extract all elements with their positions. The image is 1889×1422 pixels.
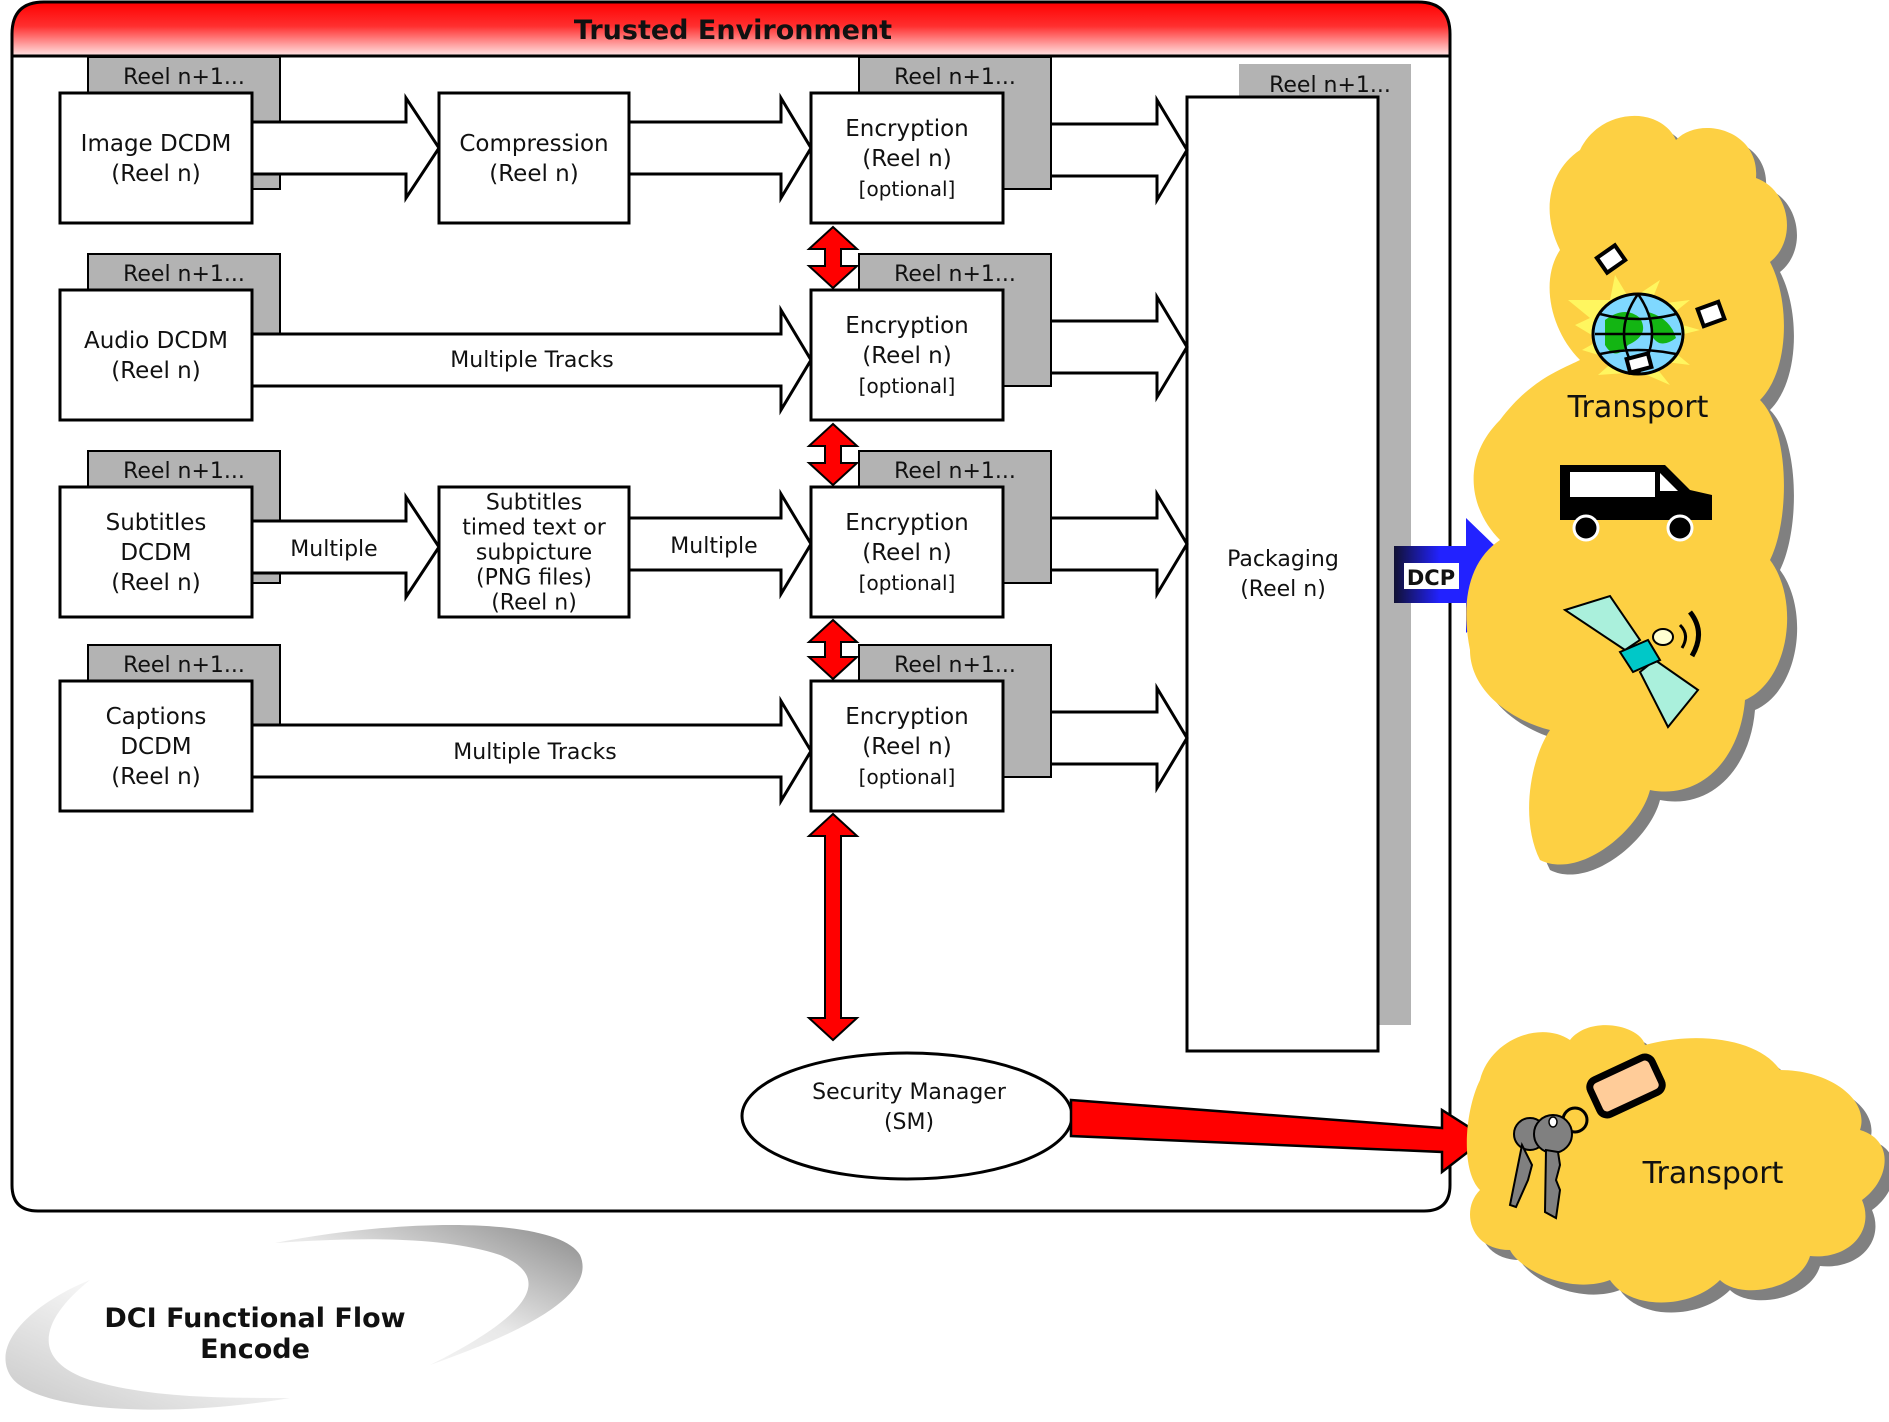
transport-label-1: Transport: [1567, 390, 1709, 425]
sm-to-transport-arrow: [1069, 1098, 1489, 1175]
packaging-shadow-label: Reel n+1...: [1269, 73, 1391, 98]
dcp-label: DCP: [1407, 566, 1455, 590]
encryption-box-audio-line-2: (Reel n): [862, 343, 951, 369]
flow-label-captions: Multiple Tracks: [453, 740, 616, 765]
encryption-box-subtitles-line-1: Encryption: [845, 510, 968, 536]
reel-next-label: Reel n+1...: [894, 65, 1016, 90]
encryption-box-captions: [809, 679, 1005, 813]
compression-box: [437, 91, 631, 225]
footer-title-line-1: DCI Functional Flow: [104, 1303, 405, 1334]
satellite-icon: [1562, 594, 1701, 729]
source-box-subtitles-line-2: DCDM: [120, 540, 191, 566]
source-box-captions: [58, 679, 254, 813]
transport-cloud-dcp: Transport: [1466, 115, 1798, 875]
source-box-audio-line-1: Audio DCDM: [84, 328, 228, 354]
reel-next-label: Reel n+1...: [123, 459, 245, 484]
encryption-box-subtitles-line-3: [optional]: [859, 571, 956, 595]
trusted-environment-header: [10, 0, 1452, 58]
arrow-processing-to-encryption: [627, 488, 813, 600]
encryption-box-audio-line-1: Encryption: [845, 313, 968, 339]
packaging-block: Reel n+1... Packaging (Reel n): [1185, 64, 1411, 1053]
encryption-box-captions-line-1: Encryption: [845, 704, 968, 730]
source-box-subtitles-line-1: Subtitles: [106, 510, 207, 536]
flow-row-image: Reel n+1... Image DCDM (Reel n) Compression…: [58, 56, 1189, 225]
key-arrow-captions-security-manager: [806, 812, 860, 1042]
security-manager-line-2: (SM): [884, 1110, 934, 1135]
footer-title-line-2: Encode: [200, 1334, 310, 1365]
key-arrow-audio-subtitles: [806, 422, 860, 487]
arrow-captions-to-encryption: [250, 695, 813, 807]
key-arrow-subtitles-captions: [806, 618, 860, 681]
reel-next-label: Reel n+1...: [894, 262, 1016, 287]
source-box-captions-line-3: (Reel n): [111, 764, 200, 790]
key-exchange-arrows: [806, 225, 860, 1042]
subtitle-processing-box-line-1: Subtitles: [486, 491, 582, 516]
source-box-image: [58, 91, 254, 225]
flow-label-subtitles-in: Multiple: [290, 537, 377, 562]
reel-next-label: Reel n+1...: [123, 653, 245, 678]
encryption-box-image-line-1: Encryption: [845, 116, 968, 142]
compression-box-line-2: (Reel n): [489, 161, 578, 187]
encryption-box-image: [809, 91, 1005, 225]
source-box-image-line-2: (Reel n): [111, 161, 200, 187]
encryption-box-captions-line-2: (Reel n): [862, 734, 951, 760]
packaging-line-2: (Reel n): [1240, 577, 1326, 602]
encryption-box-audio-line-3: [optional]: [859, 374, 956, 398]
reel-next-label: Reel n+1...: [894, 653, 1016, 678]
encryption-box-subtitles-line-2: (Reel n): [862, 540, 951, 566]
source-box-audio: [58, 288, 254, 422]
compression-box-line-1: Compression: [459, 131, 608, 157]
flow-label-subtitles-out: Multiple: [670, 534, 757, 559]
encryption-box-audio: [809, 288, 1005, 422]
source-box-captions-line-2: DCDM: [120, 734, 191, 760]
encryption-box-image-line-2: (Reel n): [862, 146, 951, 172]
subtitle-processing-box-line-4: (PNG files): [476, 566, 592, 591]
keys-icon: [1508, 1053, 1666, 1220]
encryption-box-captions-line-3: [optional]: [859, 765, 956, 789]
reel-next-label: Reel n+1...: [123, 65, 245, 90]
source-box-subtitles-line-3: (Reel n): [111, 570, 200, 596]
arrow-subtitles-to-processing: [250, 492, 441, 602]
flow-row-audio: Reel n+1... Audio DCDM (Reel n) Multiple Tr…: [58, 253, 1189, 422]
subtitle-processing-box-line-5: (Reel n): [491, 591, 577, 616]
packaging-line-1: Packaging: [1227, 547, 1339, 572]
security-manager-line-1: Security Manager: [812, 1080, 1007, 1105]
key-arrow-image-audio: [806, 225, 860, 290]
source-box-subtitles: [58, 485, 254, 619]
arrow-audio-to-encryption: [250, 304, 813, 416]
encryption-box-subtitles: [809, 485, 1005, 619]
trusted-environment-title: Trusted Environment: [574, 15, 892, 46]
subtitle-processing-box-line-3: subpicture: [476, 541, 592, 566]
arrow-compression-to-encryption: [627, 92, 813, 204]
security-manager: Security Manager (SM): [740, 1051, 1074, 1181]
transport-cloud-keys: Transport: [1466, 1025, 1889, 1313]
footer-title-swoosh: DCI Functional Flow Encode: [5, 1224, 583, 1410]
subtitle-processing-box: [437, 485, 631, 619]
reel-next-label: Reel n+1...: [894, 459, 1016, 484]
subtitle-processing-box-line-2: timed text or: [462, 516, 607, 541]
flow-label-audio: Multiple Tracks: [450, 348, 613, 373]
packaging-box: [1185, 95, 1380, 1053]
source-box-audio-line-2: (Reel n): [111, 358, 200, 384]
reel-next-label: Reel n+1...: [123, 262, 245, 287]
encryption-box-image-line-3: [optional]: [859, 177, 956, 201]
globe-satellite-icon: [1568, 242, 1727, 385]
source-box-image-line-1: Image DCDM: [81, 131, 232, 157]
transport-label-2: Transport: [1642, 1156, 1784, 1191]
arrow-image-to-compression: [250, 93, 441, 203]
source-box-captions-line-1: Captions: [106, 704, 207, 730]
truck-icon: [1560, 465, 1712, 542]
